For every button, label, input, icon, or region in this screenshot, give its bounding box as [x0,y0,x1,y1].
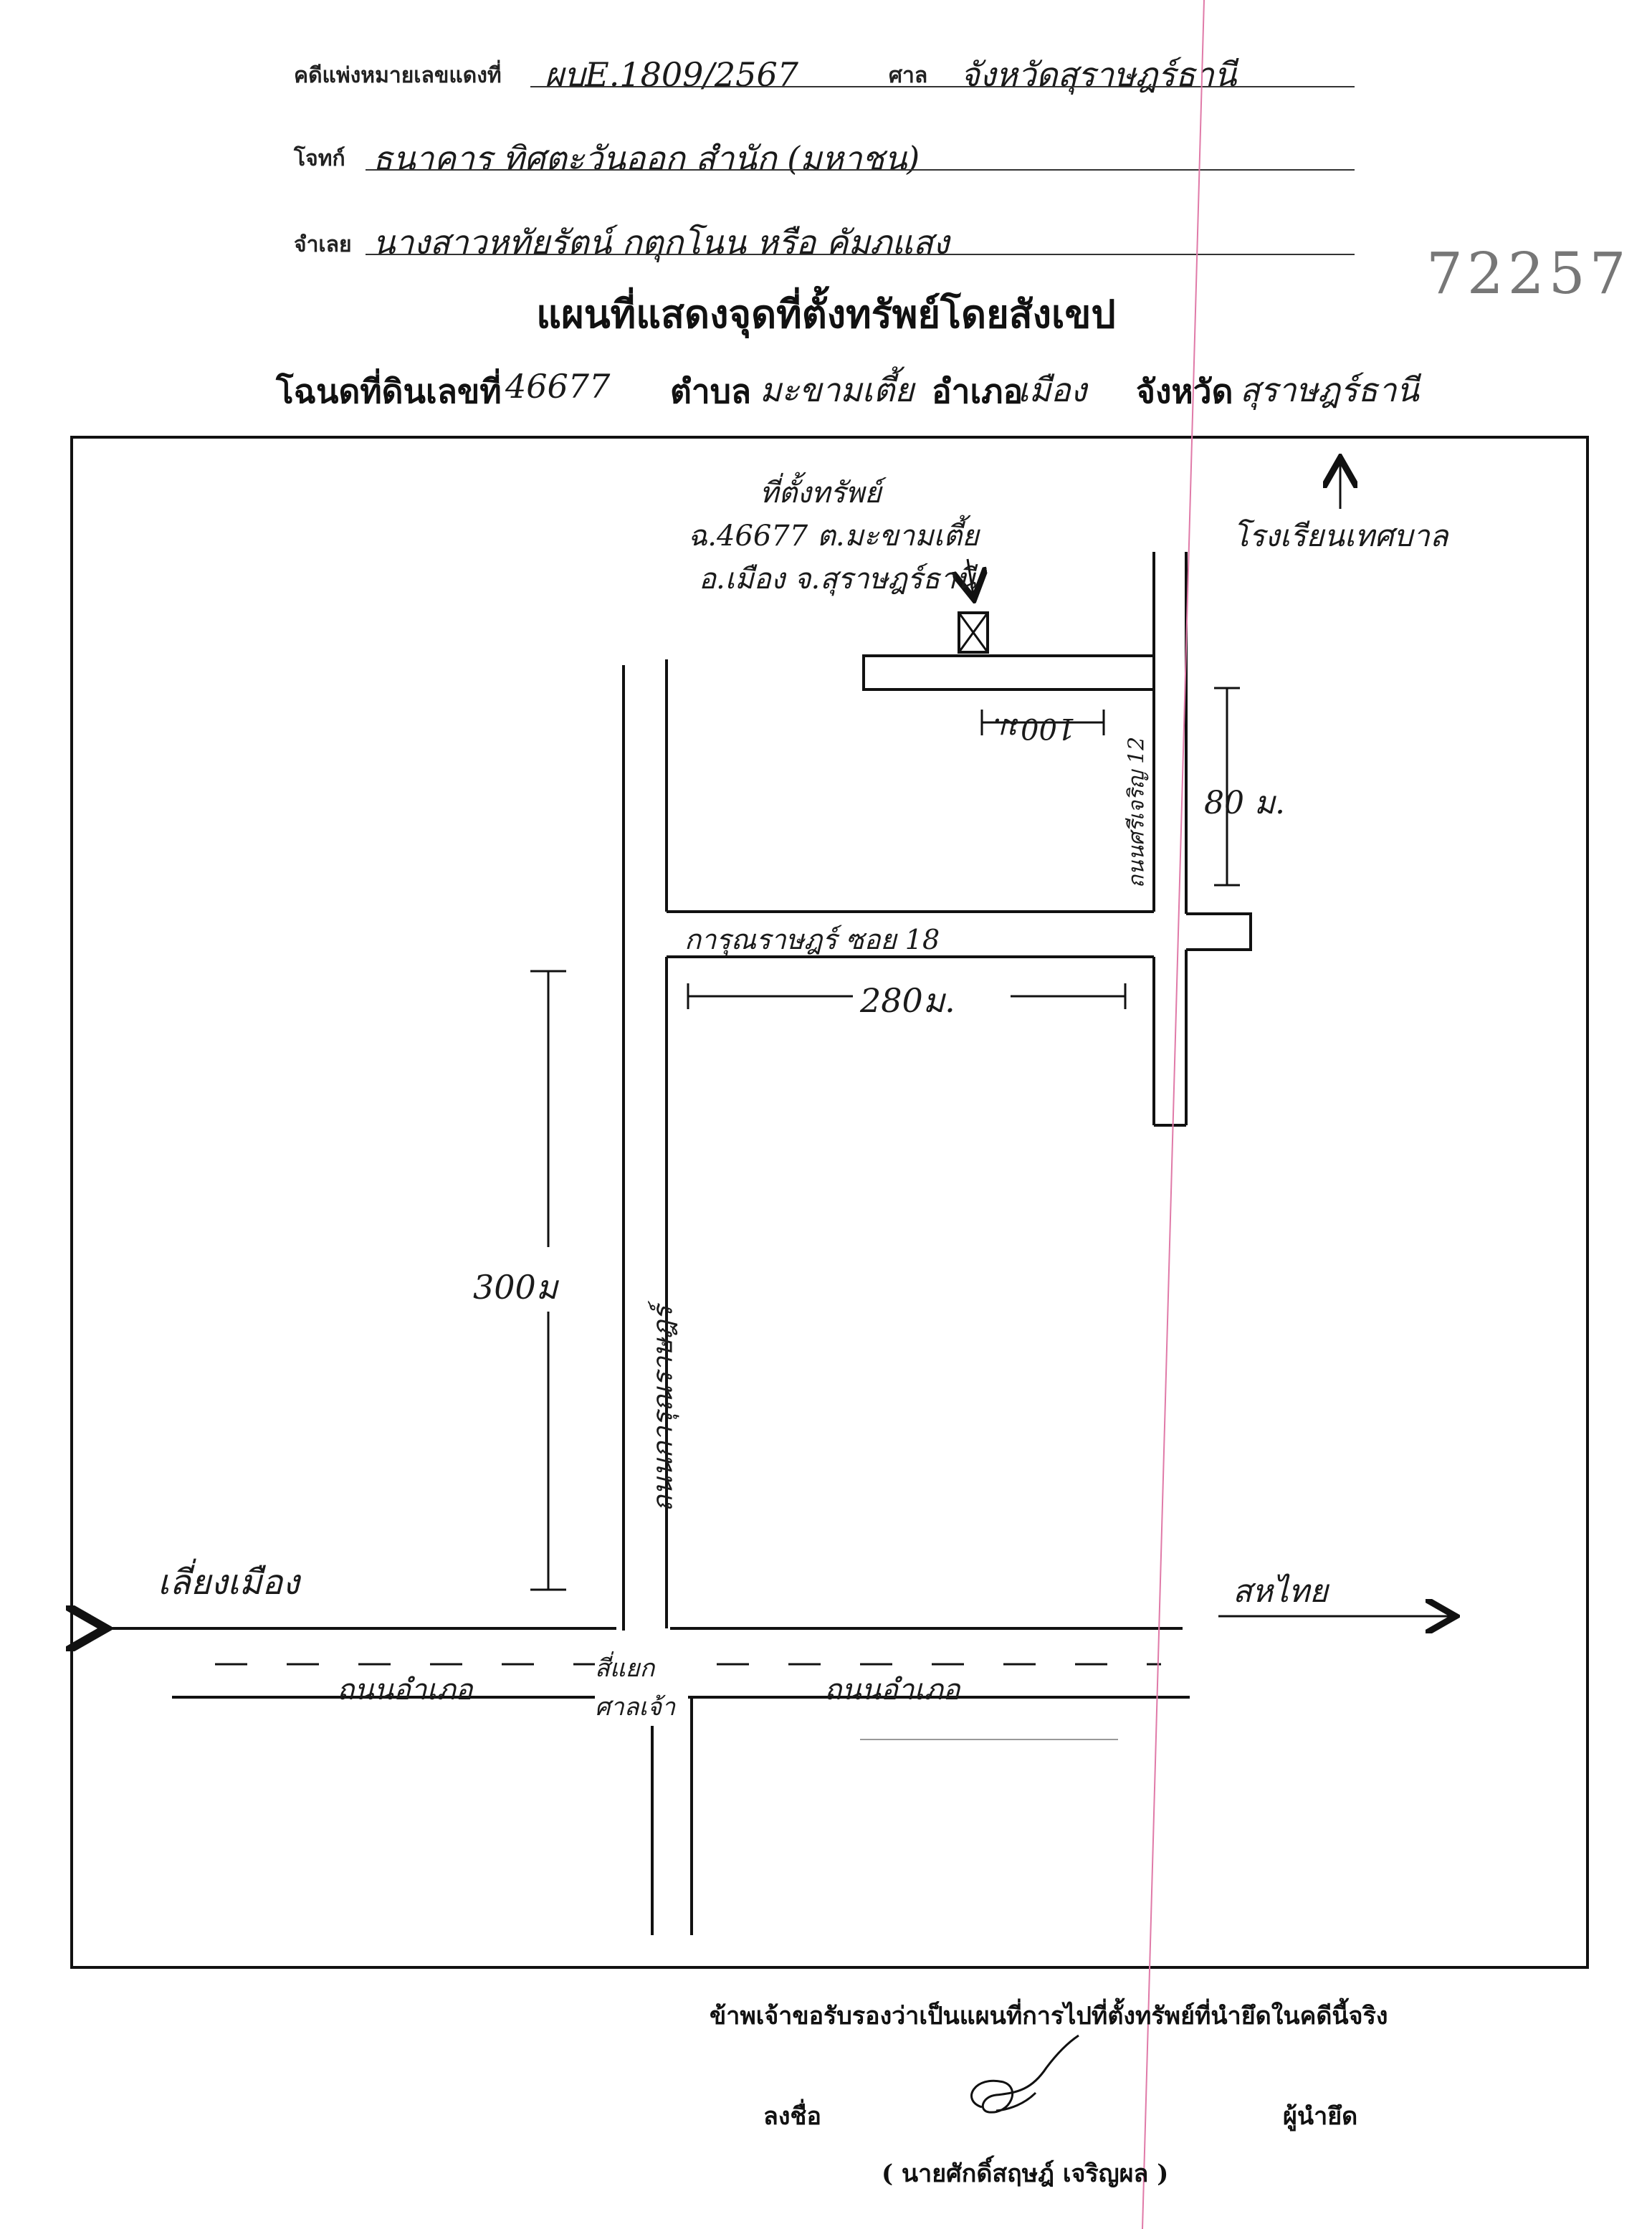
left-destination: เลี่ยงเมือง [158,1562,300,1603]
plaintiff-value: ธนาคาร ทิศตะวันออก สำนัก (มหาชน) [373,139,920,178]
subdistrict-value: มะขามเตี้ย [760,371,915,409]
property-marker [958,611,989,654]
signature [970,2034,1079,2114]
deed-label: โฉนดที่ดินเลขที่ [276,372,502,411]
province-label: จังหวัด [1136,372,1233,411]
page-title: แผนที่แสดงจุดที่ตั้งทรัพย์โดยสังเขป [536,291,1116,337]
distance-280m: 280ม. [860,981,955,1020]
sign-label: ลงชื่อ [763,2102,821,2131]
subdistrict-label: ตำบล [670,372,752,411]
court-value: จังหวัดสุราษฎร์ธานี [960,55,1237,94]
deed-value: 46677 [505,367,611,406]
distance-80m: 80 ม. [1204,785,1285,821]
access-lane [862,654,1154,691]
distance-100m: 100ม. [993,712,1076,745]
certification-text: ข้าพเจ้าขอรับรองว่าเป็นแผนที่การไปที่ตั้… [710,2002,1388,2030]
soi-18-label: การุณราษฎร์ ซอย 18 [684,924,940,955]
district-label: อำเภอ [932,372,1023,411]
signer-name: ( นายศักดิ์สฤษฎ์ เจริญผล ) [882,2159,1169,2188]
stamp-number: 72257 [1426,240,1630,307]
province-value: สุราษฎร์ธานี [1240,371,1419,409]
soi-12-label: ถนนศรีเจริญ 12 [1124,736,1150,889]
property-note-1: ที่ตั้งทรัพย์ [760,477,882,510]
role-label: ผู้นำยึด [1283,2102,1358,2131]
case-number-label: คดีแพ่งหมายเลขแดงที่ [294,63,502,88]
main-road-label: ถนนการุณราษฎร์ [646,1305,679,1512]
road-right-label: ถนนอำเภอ [824,1674,960,1707]
property-note-3: อ.เมือง จ.สุราษฎร์ธานี [699,563,976,596]
defendant-value: นางสาวหทัยรัตน์ กตุกโนน หรือ คัมภแสง [373,223,950,262]
property-note-2: ฉ.46677 ต.มะขามเตี้ย [688,520,979,553]
map-frame [70,436,1589,1969]
court-label: ศาล [889,63,928,88]
plaintiff-label: โจทก์ [294,146,345,171]
right-destination: สหไทย [1233,1573,1328,1610]
district-value: เมือง [1018,371,1087,409]
road-left-label: ถนนอำเภอ [337,1674,473,1707]
defendant-label: จำเลย [294,232,352,257]
junction-label: สี่แยก ศาลเจ้า [595,1648,688,1726]
school-label: โรงเรียนเทศบาล [1233,518,1448,553]
case-number-value: ผบE.1809/2567 [545,55,798,94]
distance-300m: 300ม [473,1268,558,1307]
